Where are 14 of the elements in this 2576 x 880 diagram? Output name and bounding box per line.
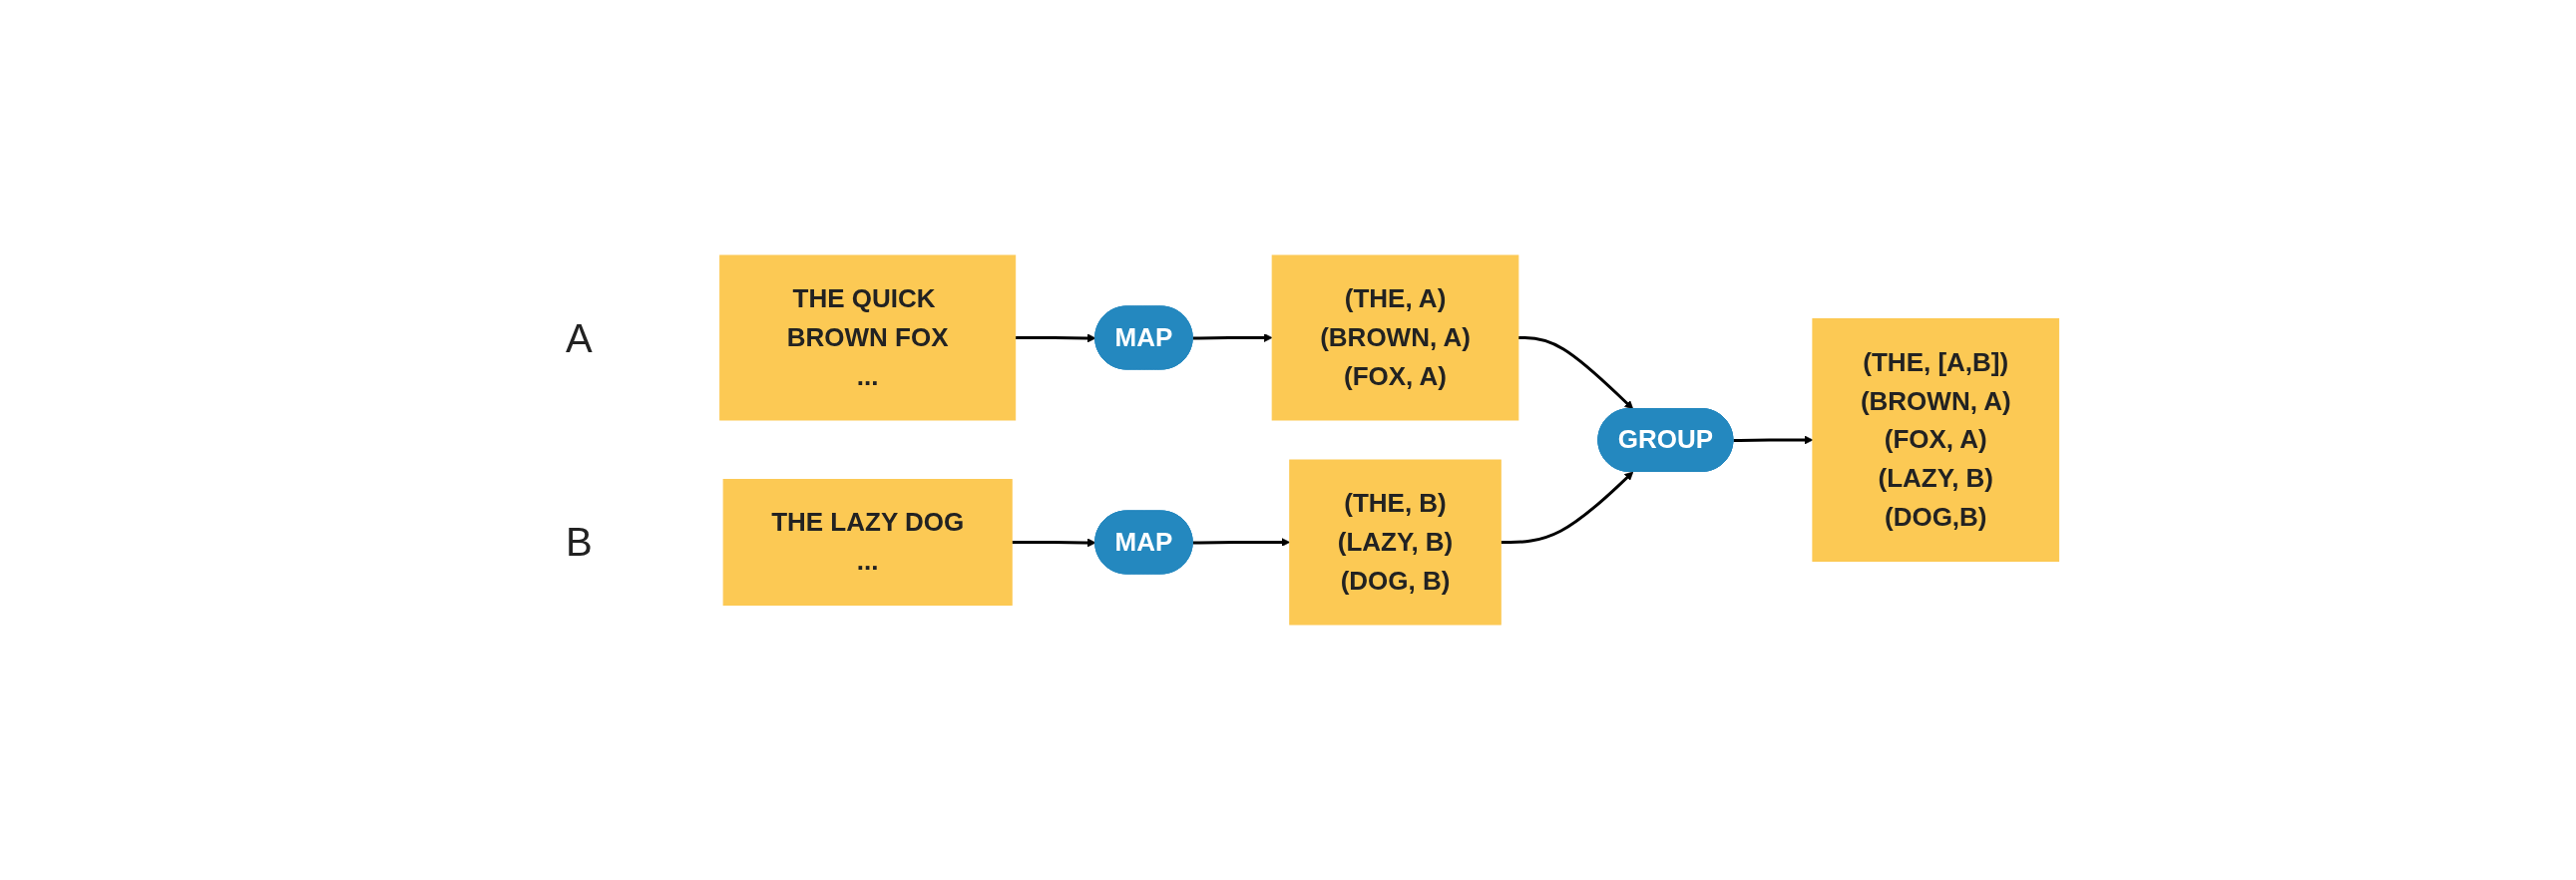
node-label: A (565, 315, 593, 360)
arrow (1501, 471, 1633, 544)
arrow (1011, 538, 1096, 548)
arrow (1733, 435, 1813, 445)
arrow (1015, 333, 1096, 343)
arrow (1192, 333, 1273, 342)
node-box: (THE, [A,B]) (BROWN, A) (FOX, A) (LAZY, B) (DOG,B) (1812, 318, 2059, 562)
node-box: (THE, A) (BROWN, A) (FOX, A) (1271, 254, 1519, 421)
arrow (1517, 336, 1633, 410)
arrow (1192, 538, 1290, 547)
node-box: (THE, B) (LAZY, B) (DOG, B) (1288, 459, 1502, 626)
node-box: THE LAZY DOG ... (722, 479, 1013, 606)
node-label: B (565, 520, 593, 565)
node-box: THE QUICK BROWN FOX ... (718, 254, 1016, 421)
